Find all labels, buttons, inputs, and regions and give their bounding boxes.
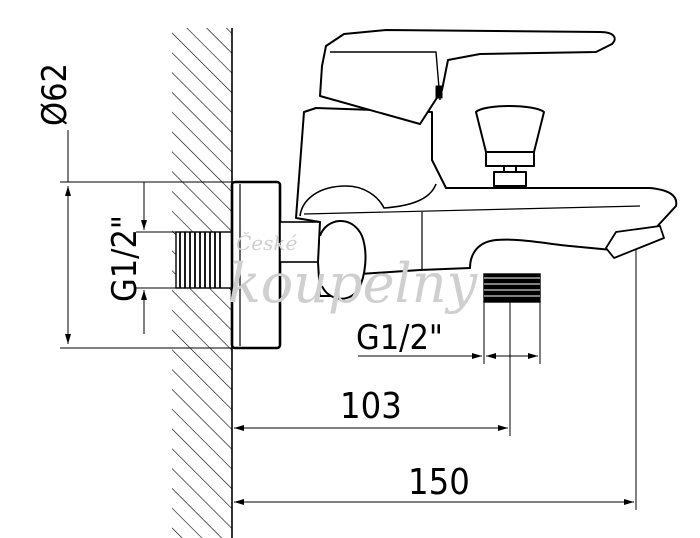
outlet-thread-label: G1/2" xyxy=(356,318,443,358)
inlet-threaded-connector xyxy=(175,231,233,289)
lever-handle xyxy=(319,29,616,125)
wall-cover-flange xyxy=(230,180,282,350)
total-depth-label: 150 xyxy=(408,462,470,503)
svg-text:koupelny: koupelny xyxy=(228,252,479,315)
dimension-lines xyxy=(60,130,637,510)
diameter-label: Ø62 xyxy=(35,63,75,126)
depth-to-outlet-label: 103 xyxy=(340,386,402,427)
faucet-body xyxy=(295,107,678,300)
diverter-knob xyxy=(475,105,545,187)
svg-text:České: České xyxy=(236,230,298,255)
outlet-threaded-connector xyxy=(483,273,541,303)
watermark: České koupelny xyxy=(228,230,479,315)
inlet-thread-label: G1/2" xyxy=(105,215,145,302)
